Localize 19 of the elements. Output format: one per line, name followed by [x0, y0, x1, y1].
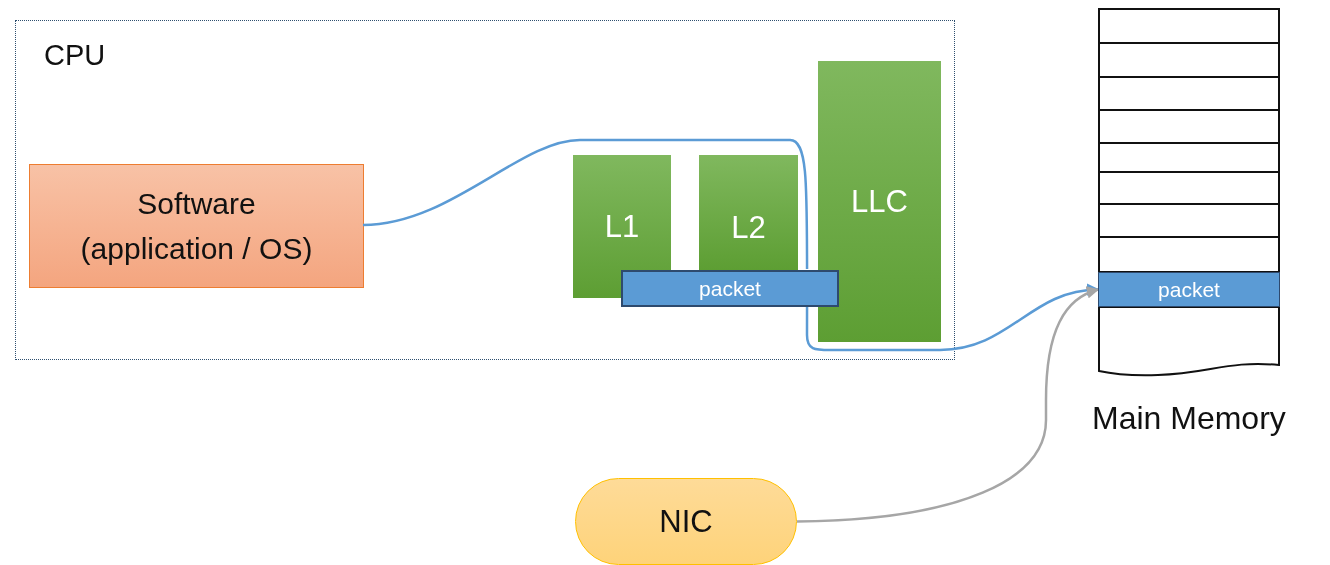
cache-block: [818, 61, 941, 342]
bar-label: packet: [699, 276, 761, 301]
group-title: CPU: [44, 39, 106, 72]
box-label: L2: [731, 209, 766, 246]
cpu-boundary: [15, 20, 955, 360]
memory-caption: Main Memory: [1092, 400, 1286, 437]
packet-bar: [621, 270, 839, 307]
bar-label: packet: [1158, 277, 1220, 302]
arrow: [805, 284, 1100, 352]
memory-row: [1098, 272, 1280, 307]
box-label: Software (application / OS): [79, 186, 314, 267]
cache-block: [573, 155, 671, 298]
cache-block: [699, 155, 798, 270]
process-box: [29, 164, 364, 288]
arrow: [796, 287, 1100, 523]
box-label: L1: [604, 208, 640, 245]
box-label: LLC: [851, 183, 908, 220]
box-label: NIC: [659, 503, 713, 540]
connector-line: [362, 138, 809, 269]
